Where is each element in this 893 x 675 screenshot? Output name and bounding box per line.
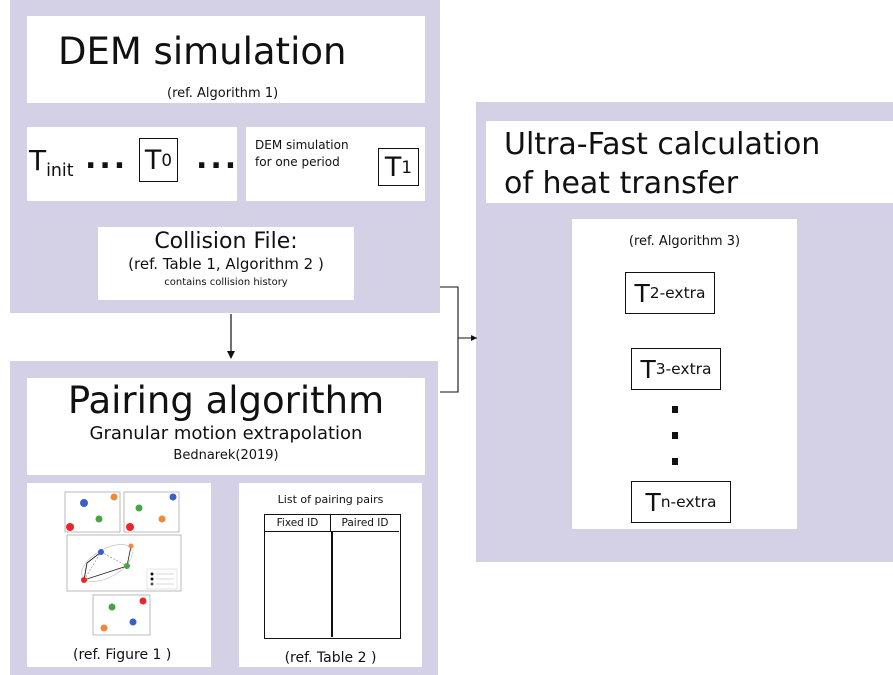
collision-note: contains collision history <box>164 277 288 288</box>
pairing-title: Pairing algorithm <box>67 379 385 422</box>
ultra-fast-title-line-2: of heat transfer <box>504 166 739 201</box>
figure-box: (ref. Figure 1 ) <box>27 483 211 667</box>
particle-orange <box>110 493 118 501</box>
particle-green <box>124 563 130 569</box>
collision-title: Collision File: <box>154 229 298 254</box>
collision-file-box: Collision File: (ref. Table 1, Algorithm… <box>98 227 354 300</box>
dem-title-box: DEM simulation (ref. Algorithm 1) <box>27 16 425 103</box>
scatter-frame-top-left <box>64 491 121 533</box>
particle-green <box>108 603 116 611</box>
particle-blue <box>80 499 88 507</box>
bracket-merge-line <box>440 286 459 393</box>
particle-orange <box>128 543 134 549</box>
dem-ref: (ref. Algorithm 1) <box>167 86 279 101</box>
column-divider <box>331 532 333 637</box>
algorithm-3-ref: (ref. Algorithm 3) <box>628 234 741 249</box>
scatter-frame-bottom <box>92 594 151 636</box>
particle-green <box>135 504 143 512</box>
ellipsis-2: ... <box>196 141 240 176</box>
particle-orange <box>100 624 108 632</box>
particle-blue <box>129 618 137 626</box>
ultra-fast-title-box: Ultra-Fast calculation of heat transfer <box>486 121 893 203</box>
table-ref: (ref. Table 2 ) <box>284 650 377 666</box>
col-fixed-id: Fixed ID <box>265 515 331 532</box>
particle-blue <box>98 549 104 555</box>
ellipsis-1: ... <box>85 141 129 176</box>
particle-red <box>139 597 147 605</box>
particle-green <box>95 515 103 523</box>
pairing-title-box: Pairing algorithm Granular motion extrap… <box>27 378 425 475</box>
pairing-table: Fixed ID Paired ID <box>264 514 401 639</box>
collision-ref: (ref. Table 1, Algorithm 2 ) <box>128 255 324 273</box>
particle-red <box>81 577 87 583</box>
figure-ref: (ref. Figure 1 ) <box>73 647 172 663</box>
particle-orange <box>158 515 166 523</box>
particle-red <box>66 523 74 531</box>
pairing-table-box: List of pairing pairs Fixed ID Paired ID… <box>239 483 422 667</box>
pairing-author: Bednarek(2019) <box>173 448 279 463</box>
col-paired-id: Paired ID <box>331 515 399 532</box>
period-line-1: DEM simulation <box>255 138 349 152</box>
period-line-2: for one period <box>255 155 340 169</box>
vertical-ellipsis <box>672 406 678 465</box>
table-title: List of pairing pairs <box>277 493 384 506</box>
pairing-figure <box>64 491 182 636</box>
mini-legend <box>146 568 178 590</box>
dem-title: DEM simulation <box>58 30 347 73</box>
particle-red <box>126 523 134 531</box>
particle-blue <box>169 493 177 501</box>
scatter-frame-top-right <box>123 491 180 533</box>
pairing-subtitle: Granular motion extrapolation <box>89 423 363 444</box>
t-init-label: Tinit <box>29 144 74 182</box>
pairing-overlay-frame <box>66 534 182 592</box>
ultra-fast-title-line-1: Ultra-Fast calculation <box>504 127 821 162</box>
